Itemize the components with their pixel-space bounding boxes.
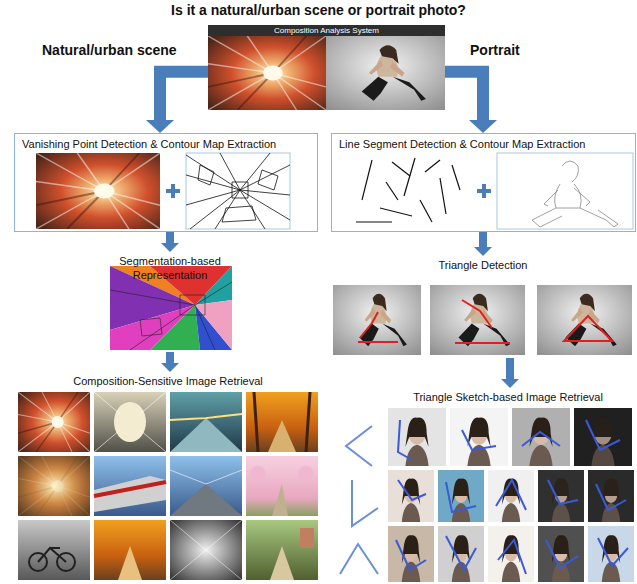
result-panel: Triangle Sketch-based Image Retrieval: [380, 388, 636, 584]
flow-arrow: [161, 352, 179, 372]
result-panel: Segmentation-based Representation: [80, 252, 260, 352]
arrow-shaft: [166, 352, 174, 364]
node-text: Line Segment Detection & Contour Map Ext…: [339, 137, 628, 151]
process-box: Line Segment Detection & Contour Map Ext…: [331, 133, 636, 232]
diagram-title: Is it a natural/urban scene or portrait …: [0, 2, 637, 19]
arrow-head: [146, 120, 174, 133]
arrow-head: [474, 247, 492, 256]
node-text: Composition-Sensitive Image Retrieval: [16, 374, 320, 388]
flow-arrow: [445, 72, 497, 133]
flow-arrow: [474, 232, 492, 256]
arrow-head: [161, 363, 179, 372]
branch-label: Portrait: [468, 42, 522, 59]
input-photos: [208, 25, 445, 110]
flow-arrow: [501, 358, 519, 388]
arrow-head: [469, 120, 497, 133]
retrieval-results: [18, 392, 318, 580]
node-text: Composition Analysis System: [212, 26, 441, 36]
arrow-shaft: [479, 232, 487, 248]
arrow-head: [501, 379, 519, 388]
arrow-shaft: [160, 72, 208, 121]
input-photo: Composition Analysis System: [208, 25, 445, 110]
flow-arrow: [146, 72, 208, 133]
branch-label: Natural/urban scene: [40, 42, 179, 59]
triangle-detection-images: [333, 285, 632, 355]
result-panel: Triangle Detection: [330, 256, 636, 358]
arrow-shaft: [166, 232, 174, 244]
arrow-shaft: [506, 358, 514, 380]
sketch-retrieval-results: [388, 408, 634, 582]
line-segment-images: [348, 153, 633, 229]
node-text: Segmentation-based Representation: [82, 254, 258, 282]
node-text: Triangle Sketch-based Image Retrieval: [382, 390, 634, 404]
triangle-sketches: [340, 426, 378, 574]
arrow-head: [161, 243, 179, 252]
vanishing-point-images: [36, 153, 290, 229]
node-text: Triangle Detection: [332, 258, 634, 272]
process-box: Vanishing Point Detection & Contour Map …: [14, 133, 318, 232]
node-text: Vanishing Point Detection & Contour Map …: [22, 137, 310, 151]
flow-arrow: [161, 232, 179, 252]
arrow-shaft: [445, 72, 483, 121]
result-panel: Composition-Sensitive Image Retrieval: [14, 372, 322, 584]
